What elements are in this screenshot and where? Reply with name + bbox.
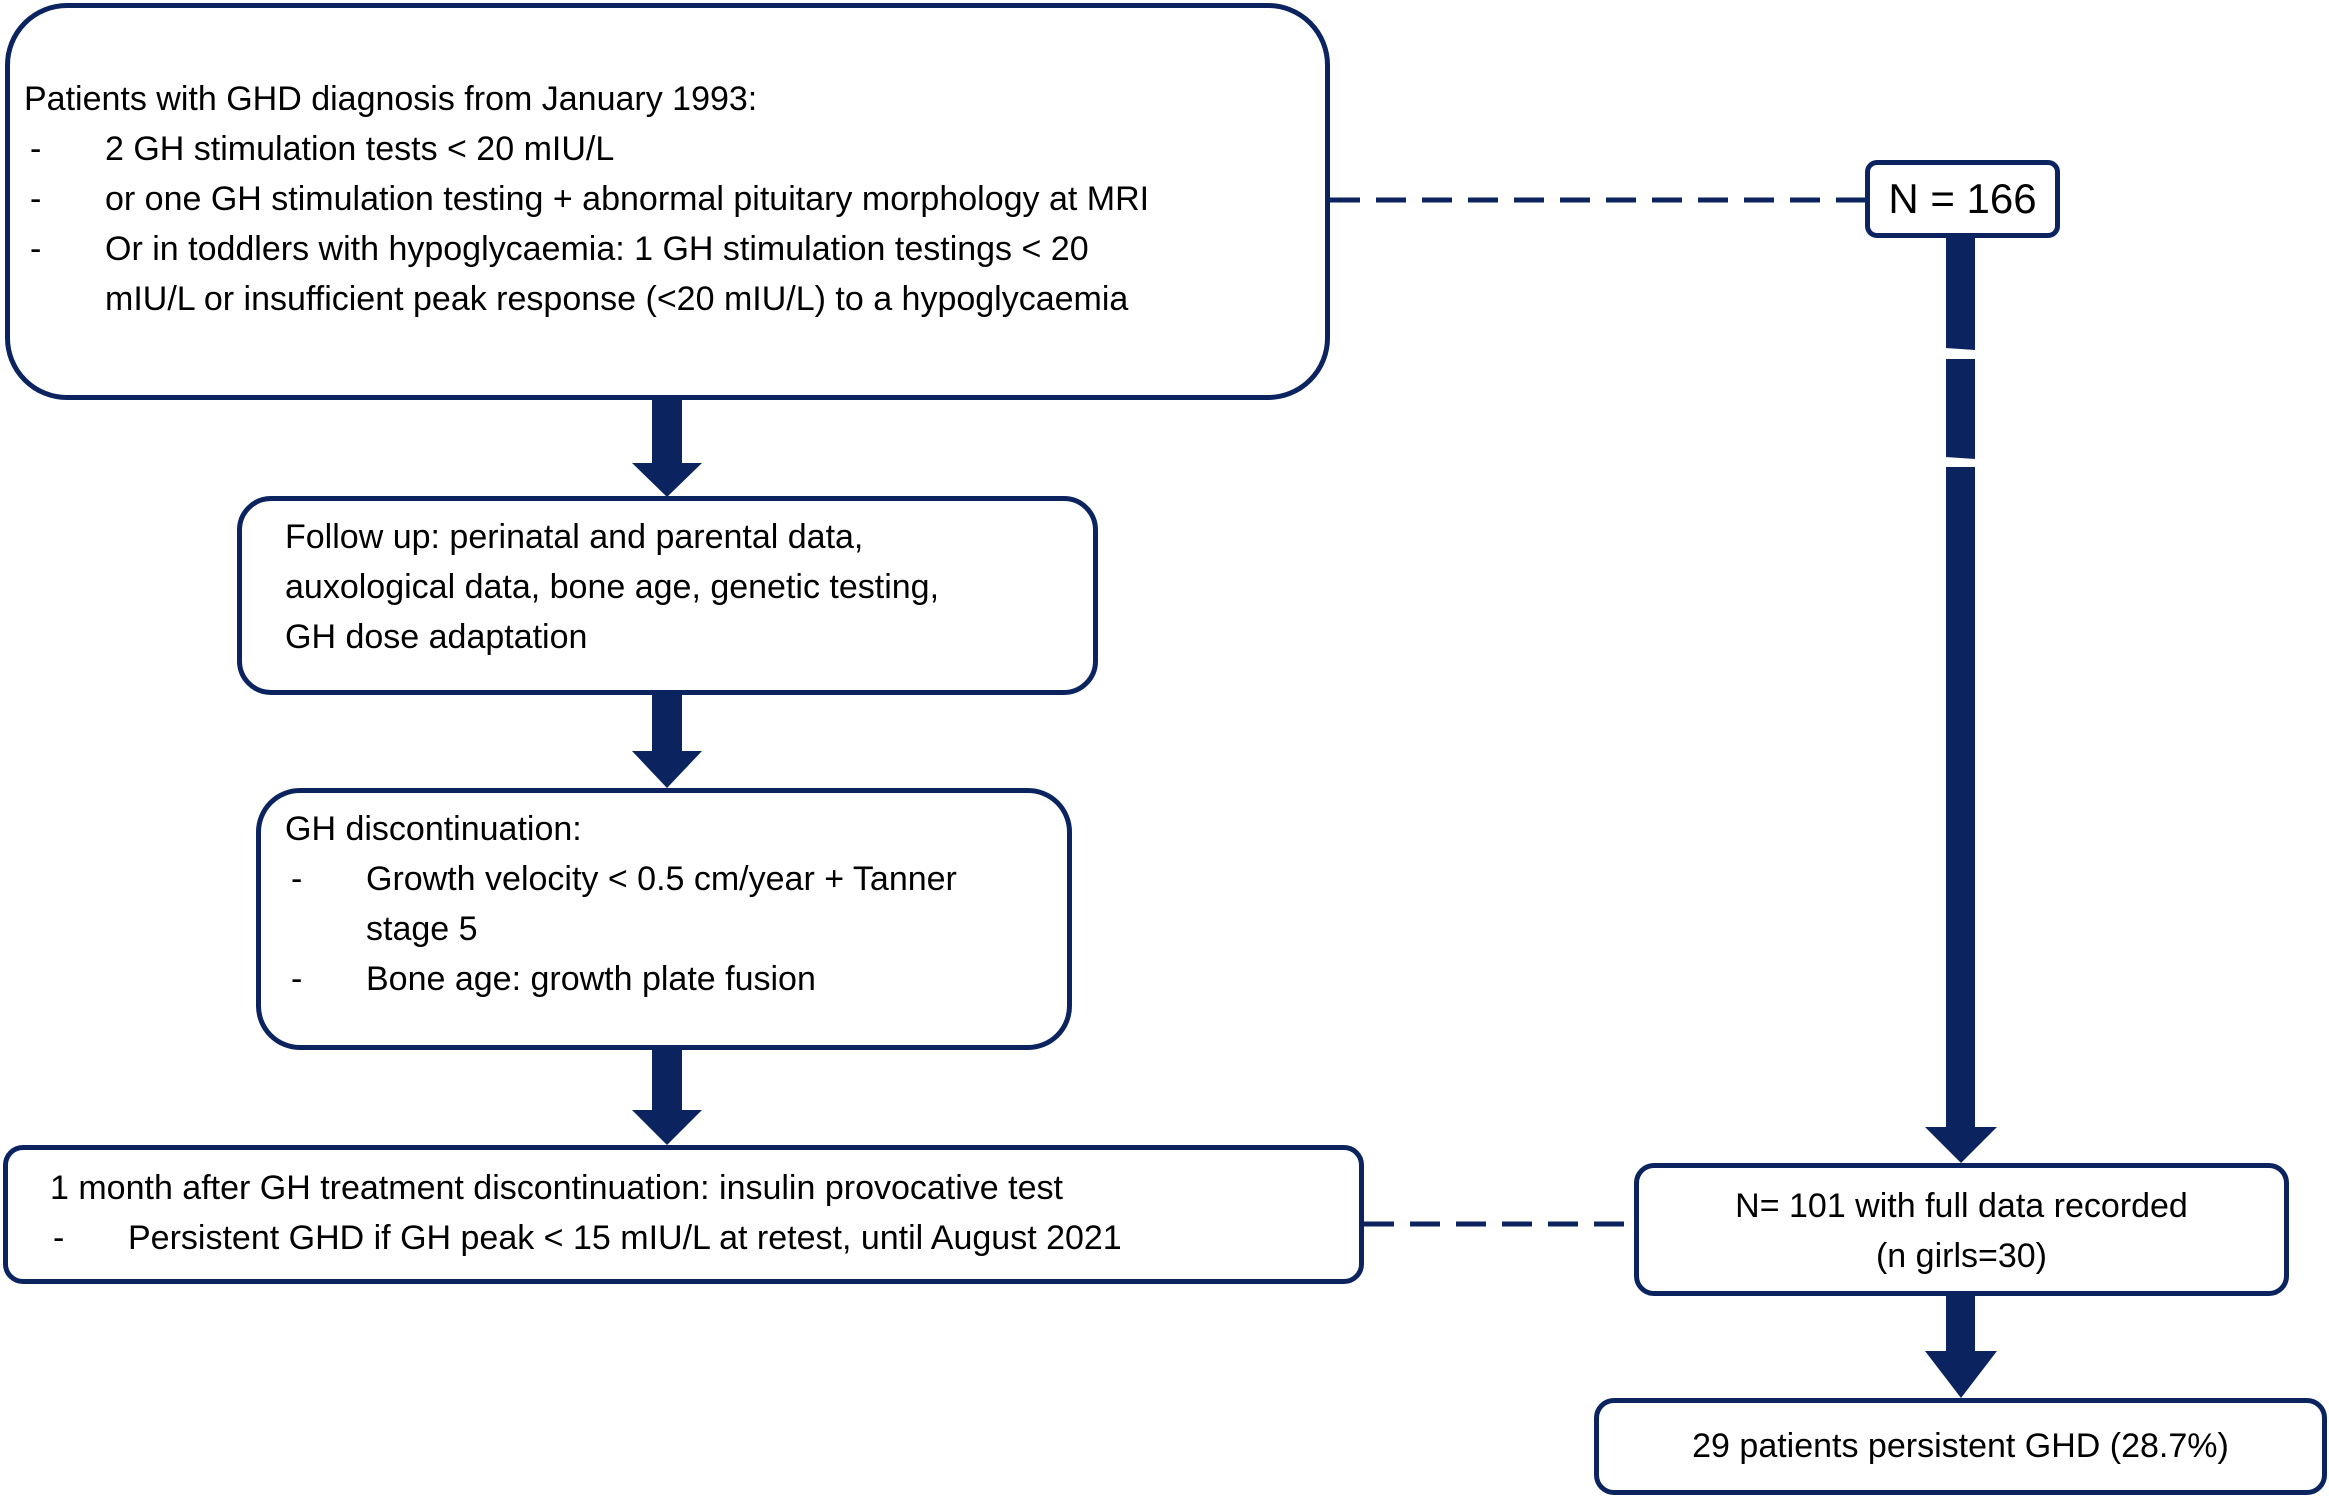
arrow-down-3 bbox=[632, 1050, 702, 1145]
retest-heading: 1 month after GH treatment discontinuati… bbox=[50, 1169, 1063, 1207]
list-item: - Bone age: growth plate fusion bbox=[285, 954, 957, 1004]
list-item: mIU/L or insufficient peak response (<20… bbox=[24, 274, 1149, 324]
followup-line-1: Follow up: perinatal and parental data, bbox=[285, 518, 864, 556]
bullet-dash: - bbox=[30, 130, 42, 168]
eligibility-box bbox=[5, 3, 1330, 400]
discontinuation-bullet-1-cont: stage 5 bbox=[366, 910, 478, 948]
bullet-dash: - bbox=[291, 860, 303, 898]
followup-line-3: GH dose adaptation bbox=[285, 618, 588, 656]
discontinuation-bullet-1: Growth velocity < 0.5 cm/year + Tanner bbox=[366, 860, 957, 898]
list-item: - Growth velocity < 0.5 cm/year + Tanner bbox=[285, 854, 957, 904]
discontinuation-box bbox=[256, 788, 1072, 1050]
discontinuation-heading: GH discontinuation: bbox=[285, 810, 582, 848]
eligibility-bullet-4: mIU/L or insufficient peak response (<20… bbox=[105, 280, 1129, 318]
bullet-dash: - bbox=[53, 1219, 65, 1257]
list-item: - or one GH stimulation testing + abnorm… bbox=[24, 174, 1149, 224]
persistent-count: 29 patients persistent GHD (28.7%) bbox=[1692, 1427, 2229, 1465]
total-count-box: N = 166 bbox=[1865, 160, 2060, 238]
bullet-dash: - bbox=[30, 230, 42, 268]
full-data-box: N= 101 with full data recorded (n girls=… bbox=[1634, 1163, 2289, 1296]
discontinuation-bullet-2: Bone age: growth plate fusion bbox=[366, 960, 816, 998]
followup-line-2: auxological data, bone age, genetic test… bbox=[285, 568, 940, 606]
persistent-box: 29 patients persistent GHD (28.7%) bbox=[1594, 1398, 2327, 1495]
bullet-dash: - bbox=[30, 180, 42, 218]
arrow-right-vertical bbox=[1925, 238, 1997, 1163]
arrow-down-2 bbox=[632, 695, 702, 788]
discontinuation-text: GH discontinuation: - Growth velocity < … bbox=[285, 804, 957, 1004]
full-data-line-1: N= 101 with full data recorded bbox=[1735, 1187, 2188, 1225]
list-item: stage 5 bbox=[285, 904, 957, 954]
arrow-down-1 bbox=[632, 400, 702, 497]
retest-text: 1 month after GH treatment discontinuati… bbox=[50, 1163, 1122, 1263]
list-item: - 2 GH stimulation tests < 20 mIU/L bbox=[24, 124, 1149, 174]
retest-box bbox=[3, 1145, 1364, 1284]
followup-box bbox=[237, 496, 1098, 695]
full-data-line-2: (n girls=30) bbox=[1875, 1237, 2047, 1275]
eligibility-text: Patients with GHD diagnosis from January… bbox=[24, 74, 1149, 324]
retest-bullet: Persistent GHD if GH peak < 15 mIU/L at … bbox=[128, 1219, 1122, 1257]
list-item: - Persistent GHD if GH peak < 15 mIU/L a… bbox=[47, 1213, 1122, 1263]
eligibility-bullet-2: or one GH stimulation testing + abnormal… bbox=[105, 180, 1150, 218]
arrow-down-4 bbox=[1925, 1293, 1997, 1398]
eligibility-bullet-3: Or in toddlers with hypoglycaemia: 1 GH … bbox=[105, 230, 1089, 268]
eligibility-heading: Patients with GHD diagnosis from January… bbox=[24, 80, 758, 118]
bullet-dash: - bbox=[291, 960, 303, 998]
followup-text: Follow up: perinatal and parental data, … bbox=[285, 512, 939, 662]
total-count: N = 166 bbox=[1888, 175, 2037, 222]
eligibility-bullet-1: 2 GH stimulation tests < 20 mIU/L bbox=[105, 130, 615, 168]
list-item: - Or in toddlers with hypoglycaemia: 1 G… bbox=[24, 224, 1149, 274]
